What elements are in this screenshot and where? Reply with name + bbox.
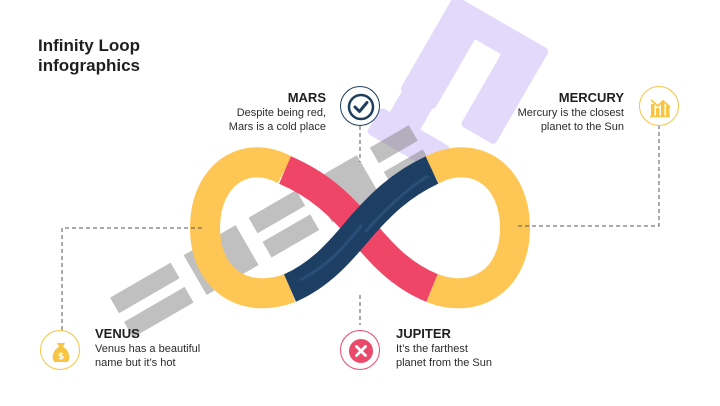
venus-heading: VENUS: [95, 326, 140, 341]
x-circle-icon: [349, 339, 373, 363]
jupiter-heading: JUPITER: [396, 326, 451, 341]
mercury-heading: MERCURY: [558, 90, 624, 105]
mars-text-line-1: Despite being red,: [236, 107, 326, 119]
mercury-icon-badge: [639, 86, 679, 126]
jupiter-text-line-2: planet from the Sun: [396, 357, 493, 369]
jupiter-icon-badge: [340, 330, 380, 370]
venus-icon-badge: $: [40, 330, 80, 370]
mercury-label: MERCURY Mercury is the closest planet to…: [518, 90, 624, 134]
mars-text-line-2: Mars is a cold place: [228, 121, 326, 133]
loop-segment-left-yellow: [189, 147, 296, 309]
svg-text:$: $: [58, 352, 64, 362]
mars-label: MARS Despite being red, Mars is a cold p…: [229, 90, 326, 134]
jupiter-label: JUPITER It’s the farthest planet from th…: [396, 326, 492, 370]
page-title: Infinity Loop infographics: [38, 36, 140, 76]
money-bag-icon: $: [52, 343, 70, 362]
jupiter-text-line-1: It’s the farthest: [396, 343, 468, 355]
check-icon: [347, 93, 375, 121]
chart-icon: [650, 99, 671, 118]
title-line-2: infographics: [38, 56, 141, 75]
loop-segment-right-yellow: [425, 147, 531, 309]
connector-mercury: [518, 125, 660, 227]
mars-heading: MARS: [287, 90, 326, 105]
venus-label: VENUS Venus has a beautiful name but it’…: [95, 326, 200, 370]
mercury-text-line-2: planet to the Sun: [540, 121, 624, 133]
mercury-text-line-1: Mercury is the closest: [517, 107, 624, 119]
connector-venus: [61, 227, 204, 330]
venus-text-line-1: Venus has a beautiful: [95, 343, 201, 355]
venus-text-line-2: name but it’s hot: [95, 357, 176, 369]
mars-icon-badge: [340, 86, 380, 126]
title-line-1: Infinity Loop: [38, 36, 140, 55]
